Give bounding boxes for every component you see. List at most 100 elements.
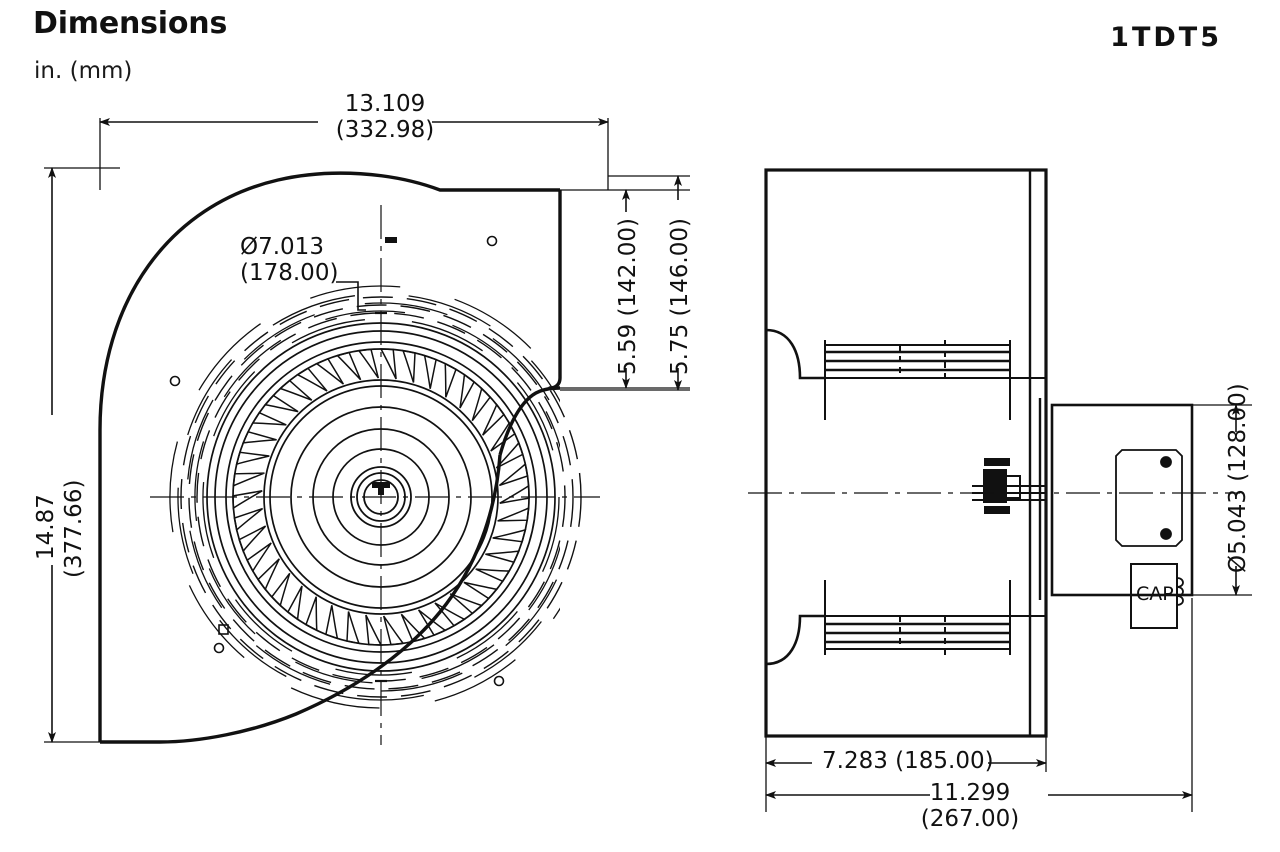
- page-title: Dimensions: [33, 6, 228, 41]
- wheel-blade: [278, 379, 313, 401]
- shroud-arc: [198, 323, 261, 391]
- shroud-arc: [421, 644, 495, 680]
- shroud-arc: [291, 319, 365, 344]
- wheel-blade: [251, 411, 287, 426]
- motor-body: [1050, 403, 1194, 597]
- shroud-arc: [408, 295, 491, 327]
- ext-lines-front-right: [560, 189, 690, 389]
- dim-outlet-outer-label: 5.75 (146.00): [667, 218, 693, 375]
- shroud-arc: [434, 659, 516, 702]
- side-inlet-bells: [765, 328, 825, 666]
- units-note: in. (mm): [34, 58, 133, 84]
- shroud-arc: [219, 619, 287, 678]
- wheel-shroud-texture: [169, 285, 592, 709]
- wheel-blade: [296, 367, 328, 392]
- wheel-blade: [270, 572, 291, 607]
- side-wheel-hatching: [825, 350, 1010, 644]
- wheel-blade: [417, 609, 447, 637]
- wheel-blade: [263, 394, 299, 413]
- shroud-arc: [310, 285, 401, 299]
- shroud-arc: [169, 441, 179, 533]
- wheel-blade: [346, 611, 361, 645]
- side-backplate: [1028, 170, 1042, 736]
- capacitor-label: CAP: [1136, 583, 1174, 605]
- side-shaft-assembly: [972, 458, 1046, 514]
- shroud-arc: [213, 371, 256, 437]
- shroud-arc: [177, 487, 194, 574]
- wheel-blade: [482, 403, 505, 436]
- shroud-arc: [187, 359, 233, 436]
- wheel-blade: [401, 349, 416, 383]
- ext-lines-front-left: [44, 167, 120, 743]
- shroud-arc: [325, 310, 406, 321]
- shroud-arc: [563, 392, 592, 480]
- wheel-blade: [471, 387, 492, 422]
- wheel-blade: [444, 362, 457, 398]
- wheel-hub: [350, 466, 412, 528]
- shroud-arc: [336, 694, 424, 701]
- wheel-blade: [400, 613, 427, 643]
- shroud-arc: [516, 382, 554, 451]
- shroud-arc: [243, 314, 315, 360]
- shroud-arc: [234, 599, 293, 652]
- dim-housing-height-label-mm: (377.66): [61, 479, 87, 578]
- shroud-arc: [552, 535, 590, 620]
- wheel-blade: [434, 602, 466, 627]
- shroud-arc: [380, 672, 463, 692]
- shroud-arc: [189, 530, 223, 609]
- wheel-blade: [463, 581, 499, 600]
- shroud-arc: [295, 661, 373, 684]
- wheel-blade: [492, 528, 527, 543]
- wheel-blade: [475, 568, 511, 583]
- shroud-arc: [208, 568, 256, 635]
- shroud-arc: [505, 579, 558, 647]
- shroud-arc: [452, 324, 519, 372]
- shroud-arc: [492, 337, 550, 401]
- shroud-arc: [255, 645, 331, 685]
- dim-outlet-inner-label: 5.59 (142.00): [615, 218, 641, 375]
- wheel-blade: [257, 558, 280, 591]
- wheel-blade: [246, 542, 272, 573]
- dim-wheel-diameter-label: Ø7.013 (178.00): [240, 234, 339, 286]
- wheel-blade: [497, 506, 530, 522]
- shroud-arc: [188, 585, 245, 659]
- wheel-blade: [423, 354, 437, 389]
- wheel-blade: [315, 357, 345, 385]
- shroud-arc: [272, 295, 355, 326]
- wheel-blade: [286, 585, 303, 621]
- wheel-blade: [233, 507, 264, 532]
- wheel-blade: [485, 550, 521, 564]
- wheel-axis-ticks: [375, 311, 387, 683]
- wheel-blade: [232, 472, 265, 488]
- shroud-arc: [456, 610, 518, 659]
- shroud-arc: [202, 482, 215, 559]
- wheel-blade: [305, 596, 318, 632]
- shroud-arc: [454, 298, 532, 349]
- wheel-blade: [241, 430, 277, 444]
- wheel-blade: [235, 451, 270, 466]
- wheel-blade: [499, 484, 530, 504]
- wheel-blades: [232, 348, 530, 646]
- wheel-blade: [459, 373, 476, 409]
- wheel-blade: [335, 351, 362, 381]
- wheel-blade: [232, 490, 263, 510]
- dim-motor-diameter-label: Ø5.043 (128.00): [1225, 383, 1251, 573]
- shroud-arc: [290, 687, 380, 709]
- wheel-blade: [357, 348, 380, 379]
- ext-line-outlet-outer-top: [560, 175, 690, 391]
- wheel-blade: [490, 421, 516, 452]
- wheel-blade: [325, 605, 339, 640]
- ext-lines-front-top: [99, 118, 609, 190]
- wheel-blade: [498, 462, 529, 487]
- dim-housing-width-label: 13.109 (332.98): [335, 91, 435, 143]
- shroud-arc: [194, 441, 205, 521]
- leader-wheel-diameter: [336, 281, 366, 311]
- motor-nameplate: [1115, 449, 1183, 547]
- dim-overall-depth-label: 11.299 (267.00): [920, 780, 1020, 832]
- shroud-arc: [542, 496, 560, 572]
- wheel-blade: [379, 348, 397, 380]
- ext-lines-motor-dia: [1192, 404, 1252, 596]
- shroud-arc: [223, 339, 282, 398]
